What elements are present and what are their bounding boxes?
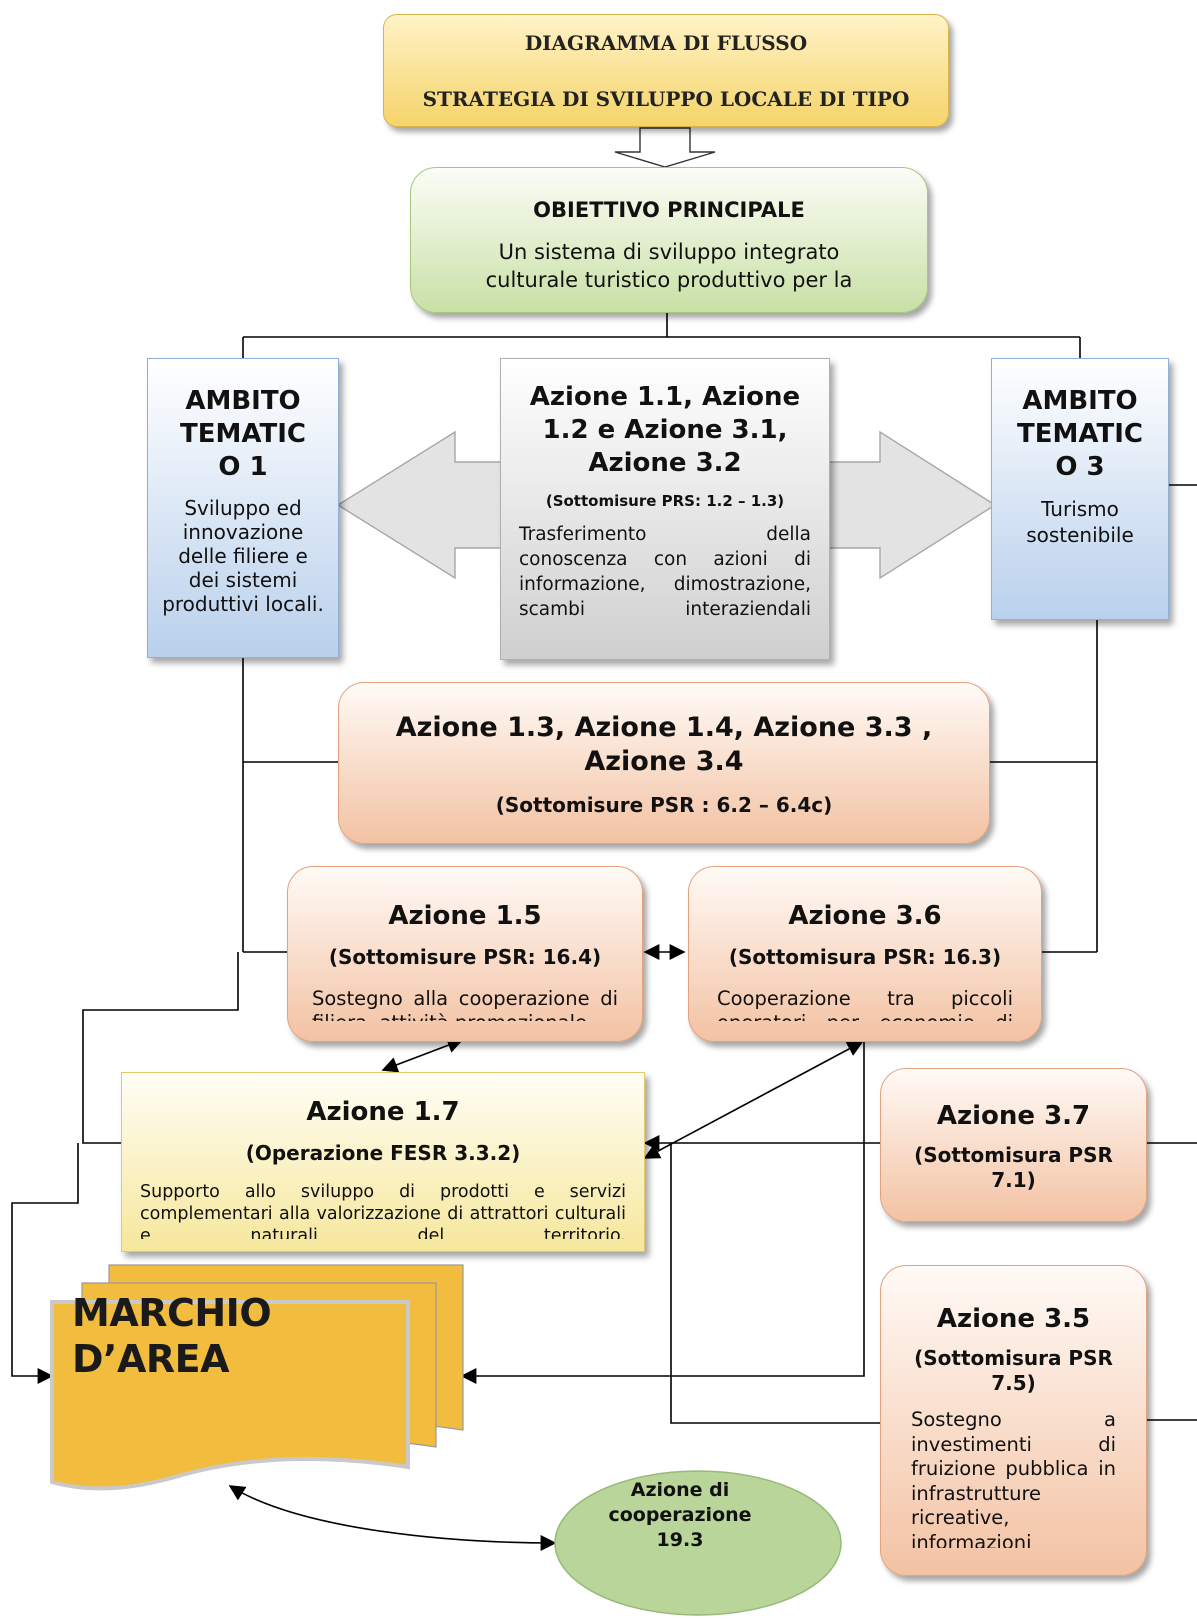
azione-1-7-text: Supporto allo sviluppo di prodotti e ser…	[140, 1182, 626, 1239]
ambito-1-title: AMBITO TEMATIC O 1	[180, 386, 306, 482]
azione-3-5-sub: (Sottomisura PSR 7.5)	[914, 1346, 1113, 1395]
main-objective-box: OBIETTIVO PRINCIPALE Un sistema di svilu…	[410, 167, 928, 313]
ambito-1-text: Sviluppo ed innovazione delle filiere e …	[162, 496, 324, 616]
marchio-darea-label: MARCHIO D’AREA	[72, 1290, 272, 1382]
cooperazione-label: Azione di cooperazione 19.3	[555, 1478, 805, 1553]
title-line-1: DIAGRAMMA DI FLUSSO	[524, 31, 808, 55]
azione-1-1-text: Trasferimento della conoscenza con azion…	[519, 524, 811, 620]
cooperazione-ellipse	[554, 1470, 842, 1616]
azione-1-5-text: Sostegno alla cooperazione di filiera, a…	[312, 987, 618, 1021]
main-objective-title: OBIETTIVO PRINCIPALE	[533, 198, 805, 222]
ambito-tematico-1: AMBITO TEMATIC O 1 Sviluppo ed innovazio…	[147, 358, 339, 658]
azione-3-6-box: Azione 3.6 (Sottomisura PSR: 16.3) Coope…	[688, 866, 1042, 1042]
marchio-line-2: D’AREA	[72, 1337, 230, 1381]
azione-1-5-sub: (Sottomisure PSR: 16.4)	[328, 945, 602, 969]
azione-1-7-sub: (Operazione FESR 3.3.2)	[245, 1141, 521, 1165]
marchio-doc-stack	[50, 1264, 464, 1491]
main-objective-text: Un sistema di sviluppo integrato cultura…	[485, 240, 853, 292]
azione-3-5-text: Sostegno a investimenti di fruizione pub…	[911, 1408, 1116, 1548]
ambito-3-title: AMBITO TEMATIC O 3	[1017, 386, 1143, 482]
azione-3-7-sub: (Sottomisura PSR 7.1)	[914, 1143, 1113, 1192]
azione-1-1-sub: (Sottomisure PRS: 1.2 – 1.3)	[545, 492, 785, 510]
azione-1-1-title: Azione 1.1, Azione 1.2 e Azione 3.1, Azi…	[529, 382, 801, 478]
cooperazione-line-1: Azione di	[630, 1479, 730, 1501]
azione-3-6-sub: (Sottomisura PSR: 16.3)	[728, 945, 1002, 969]
ambito-tematico-3: AMBITO TEMATIC O 3 Turismo sostenibile	[991, 358, 1169, 620]
azione-1-5-title: Azione 1.5	[388, 901, 542, 931]
marchio-line-1: MARCHIO	[72, 1291, 272, 1335]
title-line-2: STRATEGIA DI SVILUPPO LOCALE DI TIPO	[422, 87, 910, 111]
azione-1-1-box: Azione 1.1, Azione 1.2 e Azione 3.1, Azi…	[500, 358, 830, 660]
ambito-3-text: Turismo sostenibile	[1026, 497, 1134, 547]
azione-1-5-box: Azione 1.5 (Sottomisure PSR: 16.4) Soste…	[287, 866, 643, 1042]
flow-diagram-title: DIAGRAMMA DI FLUSSO STRATEGIA DI SVILUPP…	[383, 14, 949, 127]
azione-3-7-title: Azione 3.7	[936, 1101, 1091, 1131]
azione-3-6-title: Azione 3.6	[788, 901, 942, 931]
cooperazione-line-3: 19.3	[656, 1529, 704, 1551]
azione-1-7-box: Azione 1.7 (Operazione FESR 3.3.2) Suppo…	[121, 1072, 645, 1252]
azione-1-3-sub: (Sottomisure PSR : 6.2 – 6.4c)	[495, 793, 833, 817]
cooperazione-line-2: cooperazione	[608, 1504, 752, 1526]
azione-3-5-box: Azione 3.5 (Sottomisura PSR 7.5) Sostegn…	[880, 1265, 1147, 1576]
azione-1-7-title: Azione 1.7	[306, 1097, 460, 1127]
azione-3-7-box: Azione 3.7 (Sottomisura PSR 7.1)	[880, 1068, 1147, 1222]
azione-3-5-title: Azione 3.5	[936, 1304, 1091, 1334]
azione-1-3-title: Azione 1.3, Azione 1.4, Azione 3.3 , Azi…	[395, 712, 933, 777]
azione-1-3-box: Azione 1.3, Azione 1.4, Azione 3.3 , Azi…	[338, 682, 990, 844]
down-arrow-icon	[614, 127, 716, 168]
azione-3-6-text: Cooperazione tra piccoli operatori per e…	[717, 987, 1013, 1021]
